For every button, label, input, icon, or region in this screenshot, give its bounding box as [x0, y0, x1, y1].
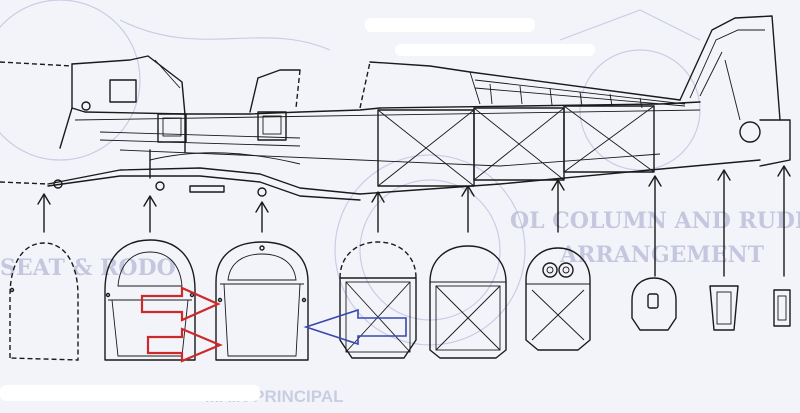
cross-section-9: [773, 289, 791, 327]
red-arrow-upper: [140, 286, 221, 322]
watermark-line2: ARRANGEMENT: [559, 242, 765, 268]
station-pointers: [37, 165, 791, 277]
cross-section-7: [631, 277, 677, 331]
cross-section-6: [525, 247, 591, 351]
fuselage-side-view: [0, 15, 791, 201]
cross-section-8: [709, 285, 739, 331]
watermark-left: SEAT & RODO: [0, 255, 176, 281]
cross-section-3: [215, 241, 309, 361]
red-arrow-lower: [146, 327, 223, 363]
cross-section-1: [9, 242, 79, 361]
cross-sections: [9, 239, 791, 361]
cross-section-2: [104, 239, 196, 361]
cross-section-4: [339, 241, 417, 359]
cross-braced-bays: [377, 105, 655, 187]
highlight-arrows: [140, 286, 407, 363]
cross-section-5: [429, 245, 507, 359]
blue-arrow: [303, 308, 407, 346]
